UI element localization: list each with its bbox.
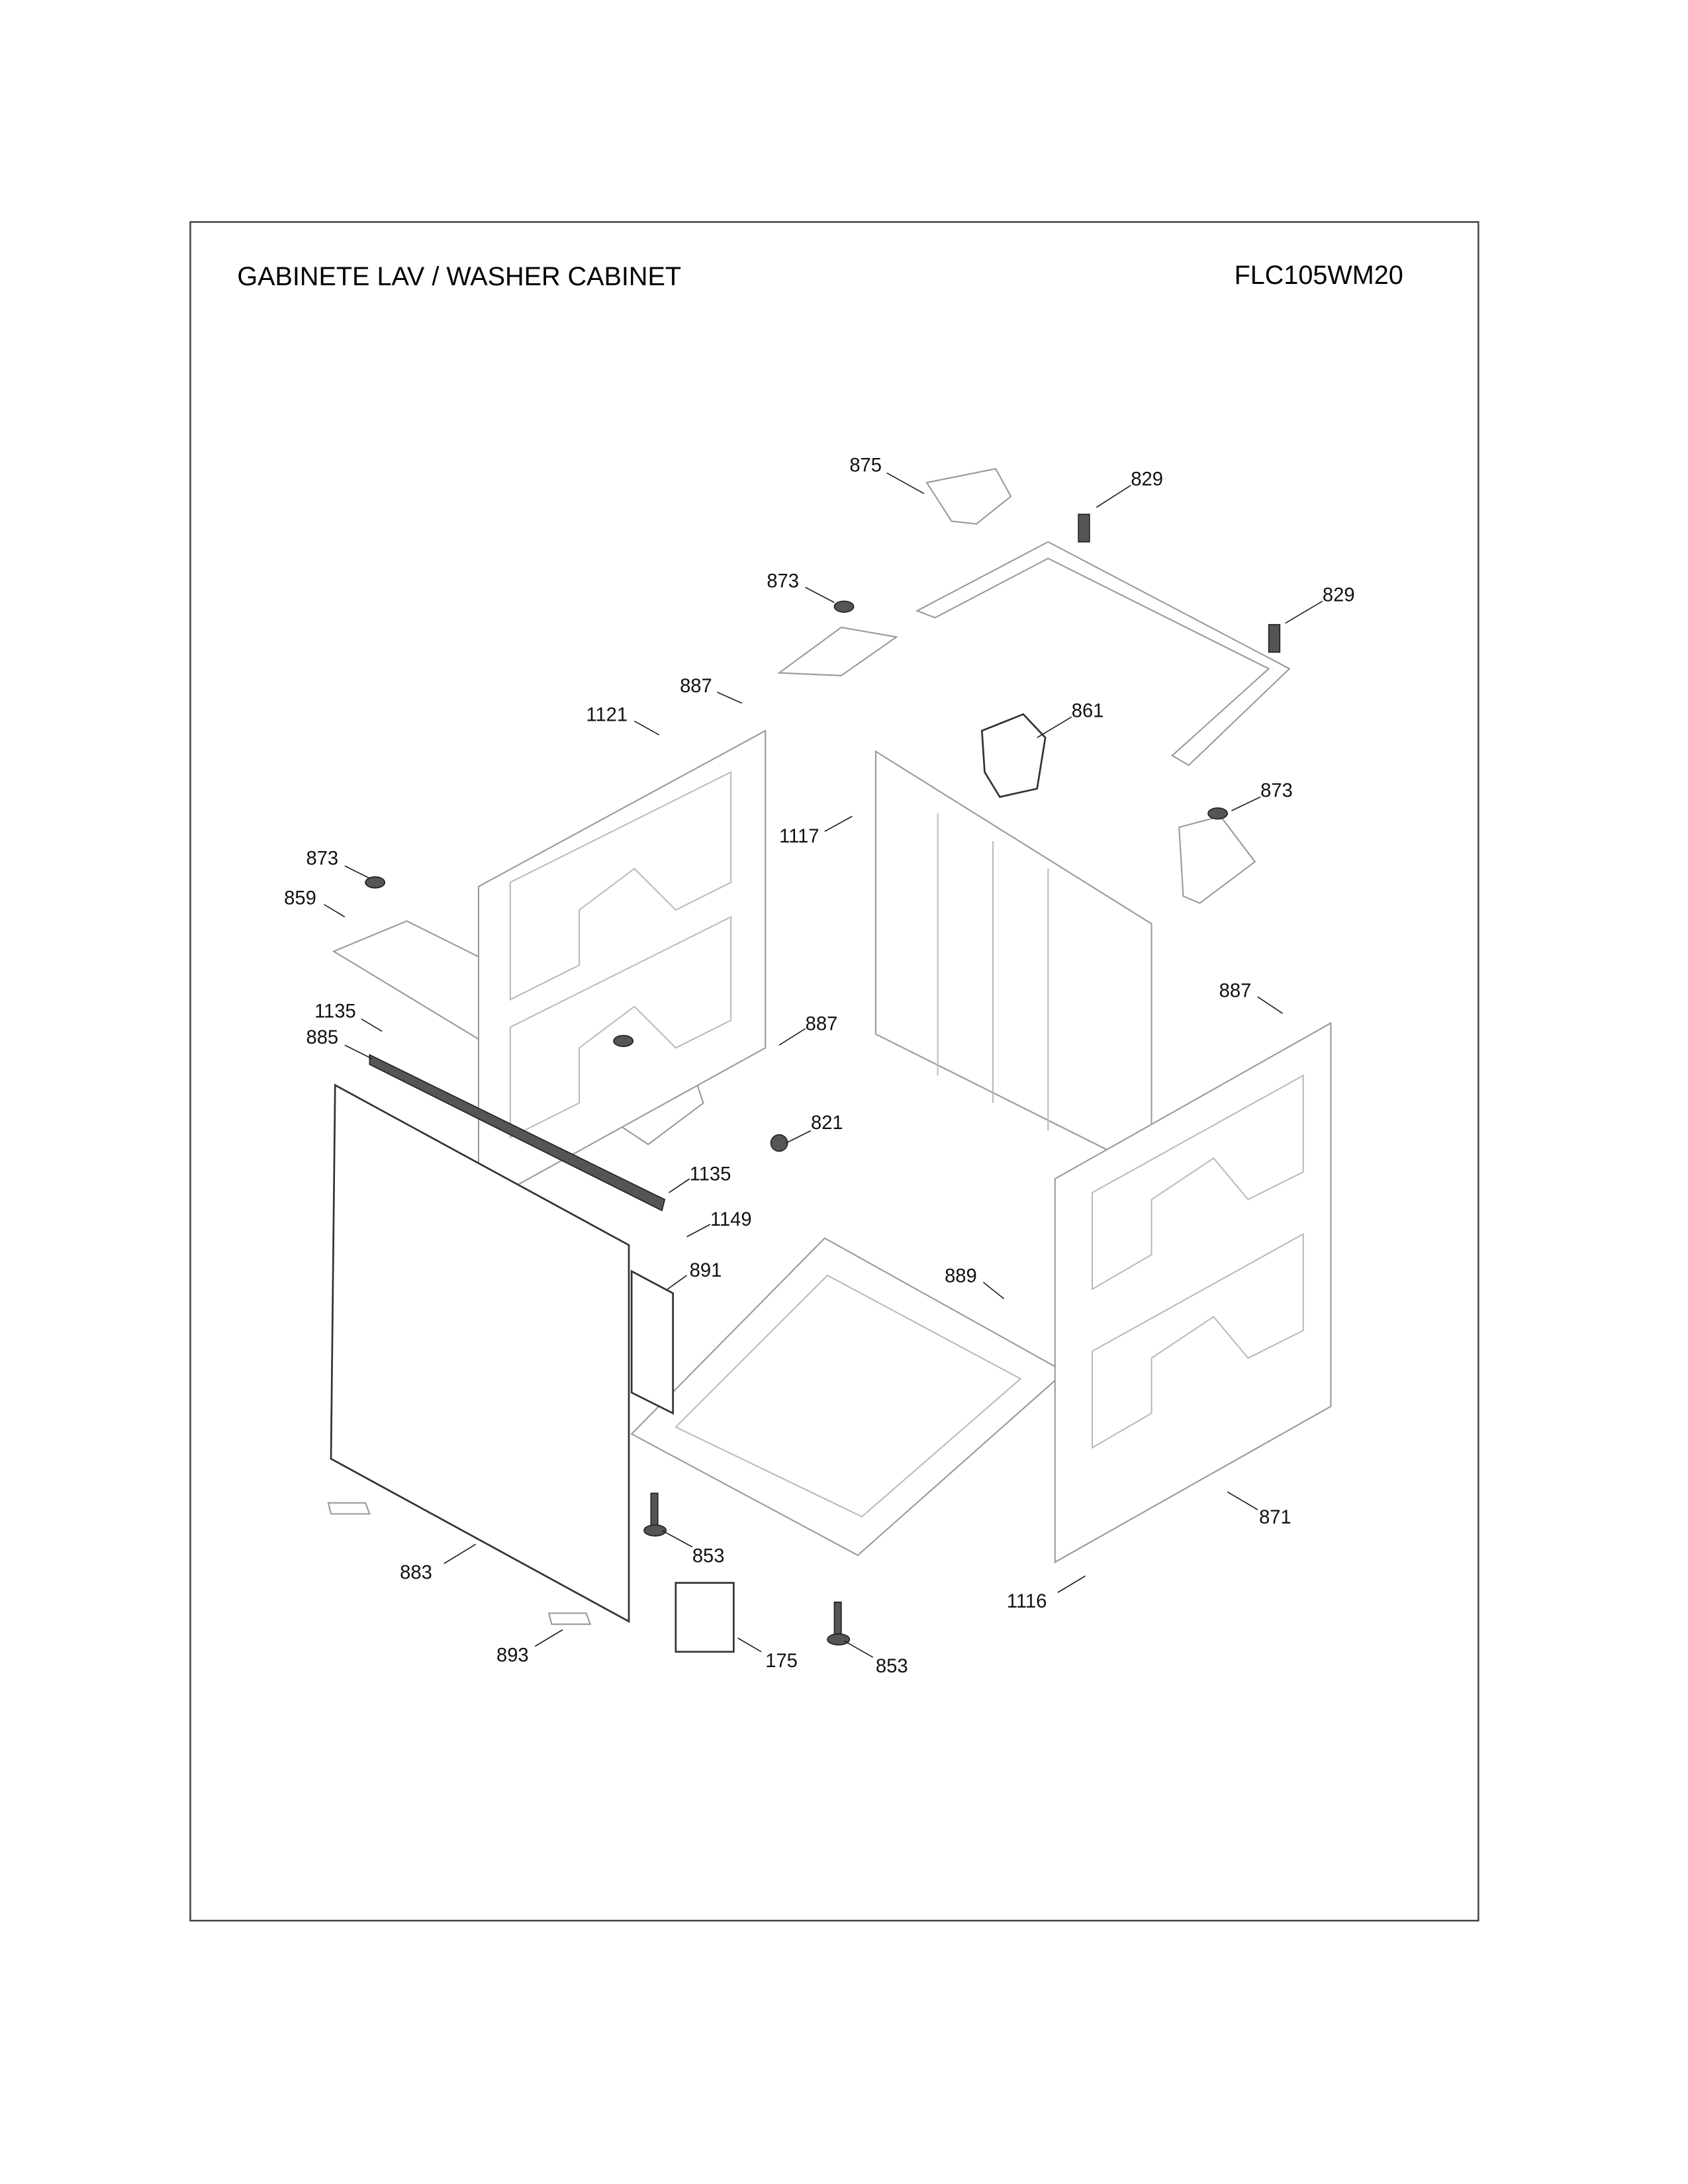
callout-887: 887 [680,676,712,697]
callout-887: 887 [806,1013,838,1034]
callout-883: 883 [400,1562,432,1583]
callout-889: 889 [945,1266,977,1287]
small-parts [327,514,1281,1653]
callout-829: 829 [1323,584,1355,606]
callout-853: 853 [876,1656,908,1677]
rear-panel [874,750,1152,1173]
callout-853: 853 [692,1545,725,1567]
callout-873: 873 [767,571,799,592]
leader-lines [324,472,1323,1658]
callout-1135: 1135 [690,1163,731,1185]
callout-859: 859 [284,888,316,909]
callout-1135: 1135 [314,1001,356,1023]
top-frame [915,468,1291,766]
page-frame [189,221,1479,1922]
callout-885: 885 [306,1027,339,1048]
callout-1117: 1117 [779,826,820,847]
diagram-title: GABINETE LAV / WASHER CABINET [237,262,681,291]
callout-891: 891 [690,1260,722,1281]
callout-1121: 1121 [586,705,628,726]
callout-893: 893 [496,1645,529,1666]
callout-1116: 1116 [1007,1591,1047,1612]
callout-1149: 1149 [710,1209,752,1230]
callout-873: 873 [1260,780,1293,801]
model-number: FLC105WM20 [1235,261,1403,290]
callout-829: 829 [1131,469,1163,490]
callout-871: 871 [1259,1507,1291,1528]
left-side-panel [477,729,767,1208]
callout-875: 875 [849,455,882,477]
right-side-panel [1054,1022,1332,1564]
callout-861: 861 [1072,700,1104,721]
callout-labels: 875 829 829 873 887 1121 861 1117 873 87… [284,455,1354,1678]
front-panel-883 [330,1054,675,1623]
callout-175: 175 [765,1651,798,1672]
base [630,1237,1066,1557]
callout-887: 887 [1219,980,1252,1001]
callout-821: 821 [811,1113,843,1134]
control-bracket-861 [980,713,1047,798]
callout-873: 873 [306,848,339,869]
